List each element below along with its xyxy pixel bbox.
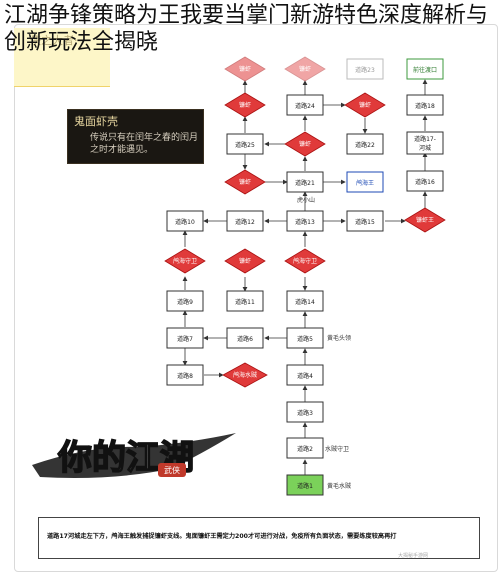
node-d15: 道路15: [346, 210, 384, 232]
flow-diagram: 道路1 道路2 道路3 道路4 道路5 道路14 道路6 道路7 道路8 道路9…: [164, 56, 446, 496]
svg-text:道路18: 道路18: [415, 102, 435, 110]
node-d7: 道路7: [166, 327, 204, 349]
node-d2: 道路2: [286, 437, 324, 459]
diamond-k10: 鸬海守卫: [284, 248, 326, 274]
node-d11: 道路11: [226, 290, 264, 312]
diamond-k2: 镰虾: [284, 56, 326, 82]
game-logo: 你的江湖 武侠: [32, 433, 236, 479]
diamond-k1: 镰虾: [224, 56, 266, 82]
watermark: 大揭秘手游网: [398, 553, 429, 559]
footnote-text: 道路17河城走左下方，鸬海王触发捕捉镰虾支线。鬼面镰虾王需定力200才可进行对战…: [47, 533, 397, 540]
diamond-k12: 鸬海水贼: [222, 362, 268, 388]
svg-text:道路12: 道路12: [235, 218, 255, 226]
diamond-k5: 镰虾: [284, 131, 326, 157]
svg-text:道路9: 道路9: [177, 298, 193, 306]
svg-text:道路10: 道路10: [175, 218, 195, 226]
svg-text:鸬海守卫: 鸬海守卫: [173, 257, 197, 265]
node-d8: 道路8: [166, 364, 204, 386]
diamond-k3: 镰虾: [224, 92, 266, 118]
node-d23: 道路23: [346, 58, 384, 80]
node-d17: 道路17-河城: [406, 131, 444, 155]
node-d16: 道路16: [406, 170, 444, 192]
node-d13: 道路13: [286, 210, 324, 232]
svg-text:道路2: 道路2: [297, 445, 313, 453]
svg-text:道路23: 道路23: [355, 66, 375, 74]
svg-text:道路15: 道路15: [355, 218, 375, 226]
node-d14: 道路14: [286, 290, 324, 312]
node-d3: 道路3: [286, 401, 324, 423]
svg-text:河城: 河城: [419, 144, 431, 152]
svg-text:道路21: 道路21: [295, 179, 315, 187]
svg-text:镰虾: 镰虾: [239, 257, 251, 265]
page-title: 江湖争锋策略为王我要当掌门新游特色深度解析与创新玩法全揭晓: [4, 3, 489, 55]
node-d12: 道路12: [226, 210, 264, 232]
svg-text:前往渡口: 前往渡口: [413, 66, 437, 74]
svg-text:镰虾: 镰虾: [239, 178, 251, 186]
svg-text:道路5: 道路5: [297, 335, 313, 343]
svg-text:鸬海水贼: 鸬海水贼: [233, 371, 257, 379]
svg-text:镰虾: 镰虾: [299, 65, 311, 73]
diagram-card: 道路1 道路2 道路3 道路4 道路5 道路14 道路6 道路7 道路8 道路9…: [14, 24, 498, 572]
item-tooltip: 鬼面虾壳 传说只有在闰年之春的闰月之时才能遇见。: [67, 109, 204, 164]
svg-text:镰虾: 镰虾: [359, 101, 371, 109]
svg-text:道路14: 道路14: [295, 298, 315, 306]
note-huang5: 黄毛头领: [327, 334, 351, 342]
footnote-box: 道路17河城走左下方，鸬海王触发捕捉镰虾支线。鬼面镰虾王需定力200才可进行对战…: [38, 517, 480, 559]
diamond-k7: 镰虾: [224, 248, 266, 274]
svg-text:道路16: 道路16: [415, 178, 435, 186]
svg-text:鸬海王: 鸬海王: [356, 179, 374, 187]
svg-text:镰虾: 镰虾: [239, 101, 251, 109]
logo-seal: [158, 463, 186, 477]
node-xiahai: 鸬海王: [346, 171, 384, 193]
node-d22: 道路22: [346, 133, 384, 155]
svg-text:道路22: 道路22: [355, 141, 375, 149]
svg-text:道路25: 道路25: [235, 141, 255, 149]
svg-text:道路24: 道路24: [295, 102, 315, 110]
diamond-k8: 镰虾王: [404, 207, 446, 233]
node-d24: 道路24: [286, 94, 324, 116]
note-hu: 虎小山: [297, 196, 315, 204]
node-d18: 道路18: [406, 94, 444, 116]
node-d1: 道路1: [286, 474, 324, 496]
node-d10: 道路10: [166, 210, 204, 232]
svg-text:道路13: 道路13: [295, 218, 315, 226]
svg-text:镰虾: 镰虾: [299, 140, 311, 148]
node-d25: 道路25: [226, 133, 264, 155]
node-dest: 前往渡口: [406, 58, 444, 80]
svg-text:道路17-: 道路17-: [414, 135, 436, 143]
yellow-note-text: 侠之大者·: [30, 34, 78, 47]
diamond-k6: 镰虾: [224, 169, 266, 195]
svg-text:道路8: 道路8: [177, 372, 193, 380]
diamond-k4: 镰虾: [344, 92, 386, 118]
node-d9: 道路9: [166, 290, 204, 312]
yellow-note: 侠之大者·: [14, 28, 110, 87]
note-shui2: 水贼守卫: [325, 445, 349, 453]
svg-text:鸬海守卫: 鸬海守卫: [293, 257, 317, 265]
note-huang1: 黄毛水贼: [327, 482, 351, 490]
node-d5: 道路5: [286, 327, 324, 349]
diamond-k9: 鸬海守卫: [164, 248, 206, 274]
svg-text:道路1: 道路1: [297, 482, 313, 490]
tooltip-desc: 传说只有在闰年之春的闰月之时才能遇见。: [90, 133, 199, 155]
svg-text:道路3: 道路3: [297, 409, 313, 417]
tooltip-name: 鬼面虾壳: [74, 115, 118, 128]
svg-text:道路6: 道路6: [237, 335, 253, 343]
node-d21: 道路21: [286, 171, 324, 193]
svg-text:镰虾: 镰虾: [239, 65, 251, 73]
node-d6: 道路6: [226, 327, 264, 349]
logo-seal-text: 武侠: [164, 465, 180, 475]
node-d4: 道路4: [286, 364, 324, 386]
svg-text:镰虾王: 镰虾王: [416, 216, 434, 224]
svg-text:道路4: 道路4: [297, 372, 313, 380]
svg-text:道路11: 道路11: [235, 298, 255, 306]
svg-text:道路7: 道路7: [177, 335, 193, 343]
